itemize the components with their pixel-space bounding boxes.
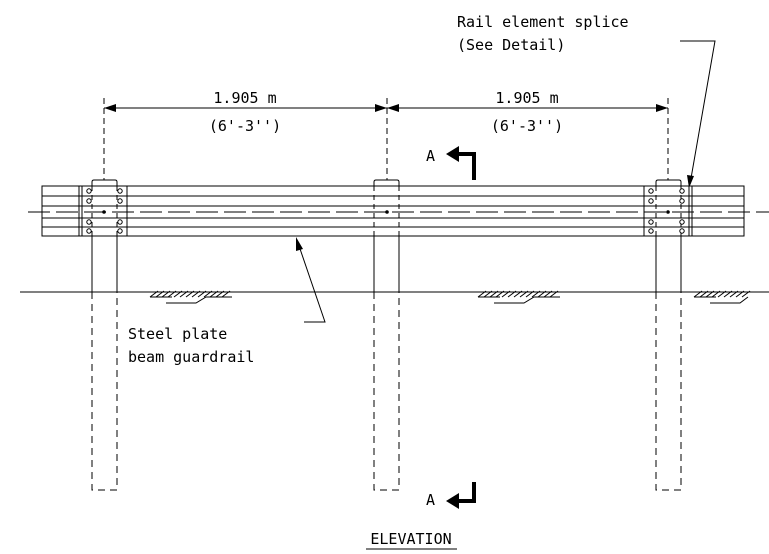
bolt bbox=[86, 228, 92, 234]
rail-outline bbox=[41, 185, 745, 237]
guardrail-callout-line2: beam guardrail bbox=[128, 348, 254, 366]
leader-arrowhead bbox=[687, 175, 694, 188]
rail-beam bbox=[41, 185, 745, 237]
bolt bbox=[86, 188, 92, 194]
bolt bbox=[679, 188, 685, 194]
arrowhead bbox=[656, 104, 668, 112]
post-left-embedded bbox=[91, 292, 118, 491]
bolts bbox=[86, 188, 685, 234]
arrowhead bbox=[387, 104, 399, 112]
splice-leader bbox=[680, 40, 716, 188]
arrowhead bbox=[375, 104, 387, 112]
ground-hatch bbox=[149, 290, 751, 304]
hatch bbox=[693, 290, 751, 298]
leader-line bbox=[680, 40, 716, 185]
bolt bbox=[648, 188, 654, 194]
bolt bbox=[679, 198, 685, 204]
section-mark-bottom: A bbox=[426, 482, 476, 509]
post-center bbox=[373, 235, 400, 293]
bolt bbox=[679, 228, 685, 234]
section-arrowhead-bottom bbox=[446, 493, 459, 509]
bolt bbox=[117, 188, 123, 194]
section-arrow-bottom-icon bbox=[458, 482, 476, 503]
hatch-base bbox=[478, 296, 560, 304]
guardrail-leader bbox=[296, 237, 326, 323]
post-center-embedded bbox=[373, 292, 400, 491]
blockouts bbox=[91, 179, 682, 186]
hatch bbox=[149, 290, 231, 298]
bolt bbox=[648, 219, 654, 225]
section-arrowhead-top bbox=[446, 146, 459, 162]
bolt bbox=[117, 219, 123, 225]
dimension-group bbox=[103, 98, 669, 182]
bolt bbox=[86, 198, 92, 204]
blockout-left bbox=[91, 179, 118, 186]
dimension-right-imperial: (6'-3'') bbox=[491, 117, 563, 135]
post-bolt bbox=[102, 210, 106, 214]
drawing-title: ELEVATION bbox=[370, 530, 451, 548]
dimension-left-imperial: (6'-3'') bbox=[209, 117, 281, 135]
post-bolts bbox=[102, 210, 670, 214]
bolt bbox=[86, 219, 92, 225]
post-bolt bbox=[666, 210, 670, 214]
hatch-base bbox=[694, 296, 749, 304]
post-right bbox=[655, 235, 682, 293]
guardrail-callout-line1: Steel plate bbox=[128, 325, 227, 343]
splice-callout-line2: (See Detail) bbox=[457, 36, 565, 54]
section-arrow-top-icon bbox=[458, 152, 476, 180]
bolt bbox=[648, 198, 654, 204]
post-left bbox=[91, 235, 118, 293]
bolt bbox=[117, 198, 123, 204]
hatch bbox=[477, 290, 559, 298]
section-mark-bottom-letter: A bbox=[426, 491, 435, 509]
posts-embedded bbox=[91, 292, 682, 491]
dimension-left-metric: 1.905 m bbox=[213, 89, 276, 107]
dimension-arrows bbox=[104, 104, 668, 112]
bolt bbox=[117, 228, 123, 234]
section-mark-top-letter: A bbox=[426, 147, 435, 165]
post-right-embedded bbox=[655, 292, 682, 491]
blockout-center bbox=[373, 179, 400, 186]
bolt bbox=[679, 219, 685, 225]
blockout-right bbox=[655, 179, 682, 186]
leader-line bbox=[296, 239, 326, 323]
splice-callout-line1: Rail element splice bbox=[457, 13, 629, 31]
post-bolt bbox=[385, 210, 389, 214]
hatch-base bbox=[150, 296, 232, 304]
section-mark-top: A bbox=[426, 146, 476, 180]
dimension-right-metric: 1.905 m bbox=[495, 89, 558, 107]
posts-solid bbox=[91, 235, 682, 293]
arrowhead bbox=[104, 104, 116, 112]
bolt bbox=[648, 228, 654, 234]
leader-arrowhead bbox=[296, 237, 303, 251]
